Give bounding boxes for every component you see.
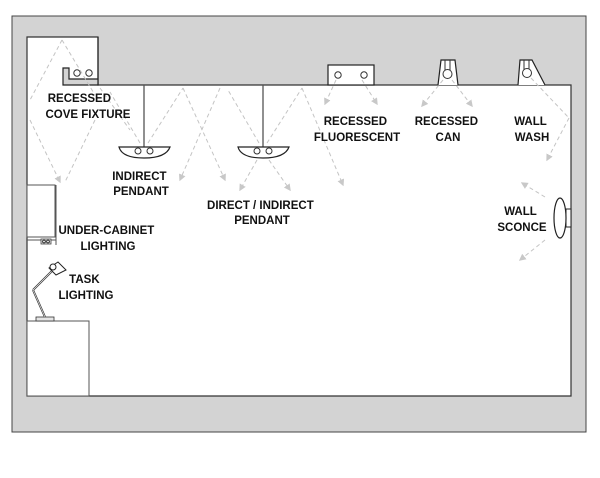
upper-cabinet bbox=[26, 184, 57, 245]
label-recessed-fluorescent: RECESSED FLUORESCENT bbox=[314, 116, 400, 144]
label-recessed-can: RECESSED CAN bbox=[415, 116, 481, 144]
direct-indirect-pendant-light-rays bbox=[227, 87, 345, 192]
recessed-can-fixture bbox=[437, 59, 459, 86]
cove-lamp-icon bbox=[85, 69, 93, 77]
label-wall-sconce: WALL SCONCE bbox=[497, 206, 547, 234]
cove-soffit bbox=[62, 37, 99, 86]
label-wall-wash: WALL WASH bbox=[514, 116, 550, 144]
wall-wash-fixture bbox=[517, 59, 546, 86]
recessed-fluorescent-light-rays bbox=[324, 79, 378, 106]
wall-sconce-fixture bbox=[553, 197, 572, 239]
label-recessed-cove: RECESSED COVE FIXTURE bbox=[46, 93, 131, 121]
label-task-lighting: TASK LIGHTING bbox=[59, 274, 114, 302]
desk bbox=[26, 320, 90, 397]
cove-light-rays bbox=[29, 39, 131, 184]
direct-indirect-pendant-fixture bbox=[237, 85, 290, 159]
indirect-pendant-fixture bbox=[118, 85, 171, 159]
indirect-pendant-light-rays bbox=[109, 87, 226, 182]
recessed-can-light-rays bbox=[421, 79, 473, 108]
wall-sconce-light-rays bbox=[518, 182, 546, 261]
under-cabinet-light-fixture bbox=[40, 238, 52, 245]
room-interior bbox=[26, 36, 572, 397]
cove-lamp-icon bbox=[73, 69, 81, 77]
label-direct-indirect-pendant: DIRECT / INDIRECT PENDANT bbox=[207, 200, 317, 227]
wall-wash-light-rays bbox=[530, 77, 570, 162]
task-lamp-icon bbox=[32, 261, 67, 322]
label-indirect-pendant: INDIRECT PENDANT bbox=[112, 171, 170, 198]
label-under-cabinet: UNDER-CABINET LIGHTING bbox=[58, 225, 157, 253]
